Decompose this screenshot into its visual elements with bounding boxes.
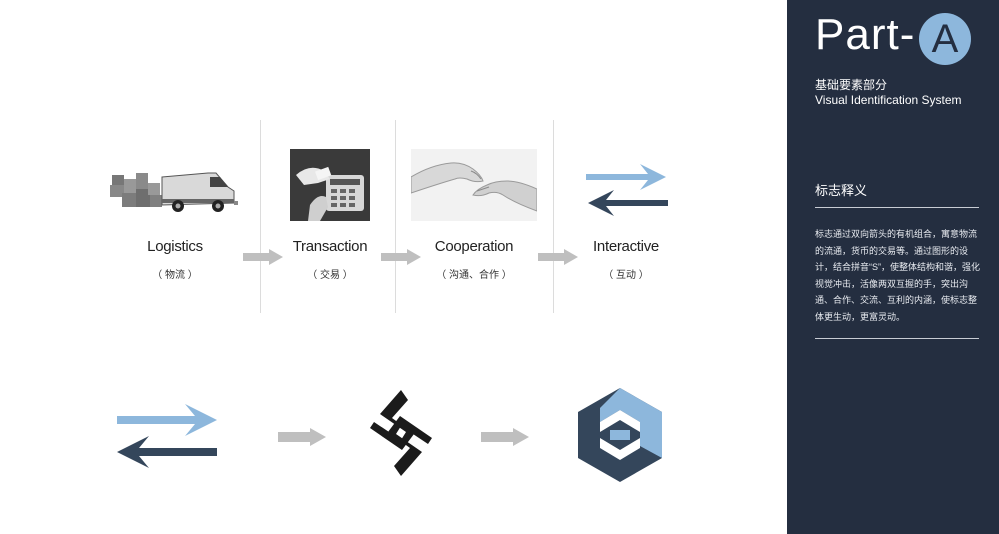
flow-arrow-icon (278, 428, 326, 446)
stage-title: Interactive (593, 238, 659, 255)
sidebar-panel: Part- A 基础要素部分 Visual Identification Sys… (787, 0, 999, 534)
subtitle-en: Visual Identification System (815, 93, 962, 107)
main-canvas: Logistics （ 物流 ） Transaction （ 交易 ） (110, 120, 668, 482)
stage-title: Logistics (147, 238, 203, 255)
s-mark-icon (370, 390, 432, 476)
flow-arrow-icon (481, 428, 529, 446)
flow-arrow-icon (538, 249, 578, 265)
section-title: 标志释义 (815, 183, 868, 198)
delivery-truck-photo (110, 172, 238, 212)
final-logo-icon (578, 388, 662, 482)
bidirectional-arrows-icon (586, 164, 668, 216)
stage-subtitle: （ 沟通、合作 ） (436, 270, 512, 281)
part-label: Part- (815, 10, 916, 59)
payment-terminal-photo (290, 149, 370, 221)
flow-arrow-icon (243, 249, 283, 265)
column-divider (553, 120, 554, 313)
stage-title: Transaction (292, 238, 368, 255)
column-divider (395, 120, 396, 313)
stage-subtitle: （ 互动 ） (603, 270, 649, 281)
section-divider (815, 207, 979, 208)
section-divider (815, 338, 979, 339)
stage-subtitle: （ 交易 ） (307, 270, 353, 281)
stage-subtitle: （ 物流 ） (152, 270, 198, 281)
stage-title: Cooperation (434, 238, 514, 255)
subtitle-cn: 基础要素部分 (815, 78, 888, 92)
hands-reaching-photo (411, 149, 537, 221)
section-body: 标志通过双向箭头的有机组合，寓意物流的流通，货币的交易等。通过图形的设计，结合拼… (815, 229, 980, 322)
column-divider (260, 120, 261, 313)
bidirectional-arrows-large-icon (117, 404, 217, 468)
flow-arrow-icon (381, 249, 421, 265)
part-letter-badge: A (919, 13, 971, 65)
